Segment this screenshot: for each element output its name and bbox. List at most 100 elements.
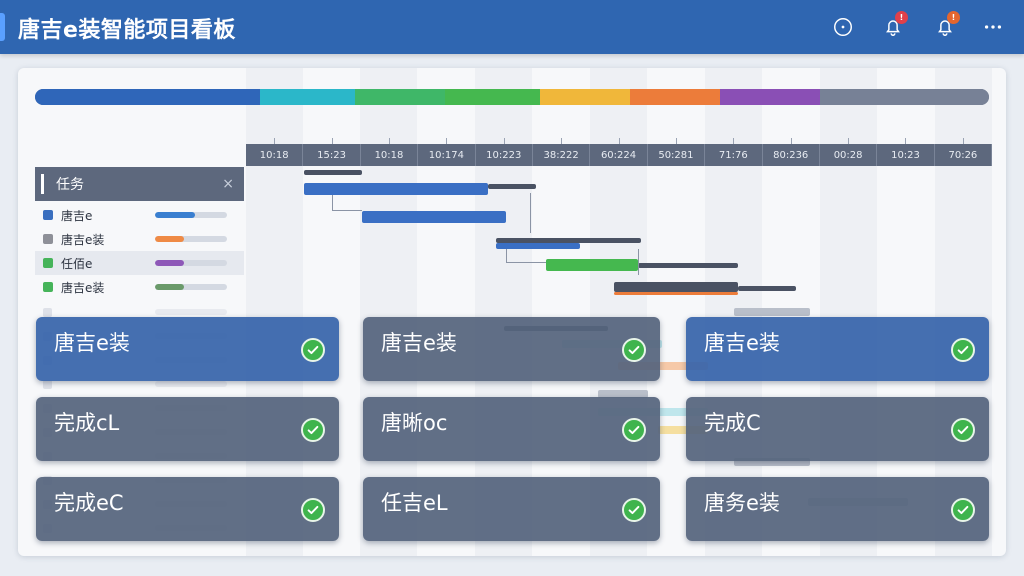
check-icon <box>622 498 646 522</box>
card-label: 完成eC <box>54 491 124 515</box>
clock-icon[interactable] <box>830 14 856 40</box>
card-label: 完成C <box>704 411 761 435</box>
card-label: 唐晰oc <box>381 411 448 435</box>
card-label: 唐吉e装 <box>704 331 780 355</box>
gantt-bar[interactable] <box>618 362 708 370</box>
check-icon <box>622 418 646 442</box>
gantt-bar[interactable] <box>734 308 810 316</box>
check-icon <box>301 498 325 522</box>
task-color-swatch <box>43 210 53 220</box>
task-list-title: 任务 <box>56 177 84 193</box>
progress-segment <box>445 89 540 105</box>
date-cell: 60:224 <box>590 138 648 166</box>
check-icon <box>301 418 325 442</box>
header-accent <box>0 13 5 41</box>
bell-icon[interactable]: ! <box>932 11 960 40</box>
task-progress <box>155 284 227 290</box>
progress-segment <box>260 89 355 105</box>
gantt-bar[interactable] <box>496 243 580 249</box>
dependency-connector <box>506 249 546 263</box>
task-label: 任佰e <box>61 256 93 271</box>
progress-segment <box>355 89 445 105</box>
date-cell: 80:236 <box>762 138 820 166</box>
bell-icon[interactable]: ! <box>880 11 908 40</box>
close-icon[interactable]: × <box>222 176 234 192</box>
check-icon <box>951 418 975 442</box>
task-label: 唐吉e <box>61 208 93 223</box>
date-cell: 38:222 <box>532 138 591 166</box>
task-color-swatch <box>43 234 53 244</box>
notification-badge: ! <box>895 11 908 24</box>
progress-segment <box>35 89 260 105</box>
status-card[interactable]: 完成C <box>686 397 989 461</box>
status-card[interactable]: 唐吉e装 <box>363 317 660 381</box>
gantt-summary-line <box>638 263 738 268</box>
date-cell: 00:28 <box>819 138 878 166</box>
date-cell: 10:18 <box>246 138 304 166</box>
status-card[interactable]: 唐晰oc <box>363 397 660 461</box>
task-progress <box>155 212 227 218</box>
header-marker <box>41 174 44 194</box>
overall-progress-bar <box>35 89 989 105</box>
date-cell: 10:174 <box>418 138 476 166</box>
gantt-summary-line <box>488 184 536 189</box>
alert-badge: ! <box>947 11 960 24</box>
gantt-summary-line <box>496 238 641 243</box>
check-icon <box>951 498 975 522</box>
date-cell: 70:26 <box>934 138 993 166</box>
gantt-bar[interactable] <box>658 426 708 434</box>
status-card[interactable]: 唐吉e装 <box>36 317 339 381</box>
status-card[interactable]: 唐务e装 <box>686 477 989 541</box>
gantt-bar[interactable] <box>304 183 488 195</box>
check-icon <box>622 338 646 362</box>
date-cell: 15:23 <box>303 138 361 166</box>
task-row-faded <box>35 302 244 322</box>
more-icon[interactable] <box>980 14 1006 40</box>
app-header: 唐吉e装智能项目看板 ! ! <box>0 0 1024 54</box>
gantt-summary-line <box>738 286 796 291</box>
task-row[interactable]: 任佰e <box>35 251 244 275</box>
task-row[interactable]: 唐吉e装 <box>35 275 244 299</box>
progress-segment <box>820 89 989 105</box>
card-label: 唐务e装 <box>704 491 780 515</box>
dependency-connector <box>638 249 639 275</box>
task-list-header: 任务 × <box>35 167 244 201</box>
task-progress <box>155 260 227 266</box>
date-cell: 10:23 <box>877 138 935 166</box>
date-cell: 71:76 <box>705 138 763 166</box>
gantt-bar[interactable] <box>734 458 810 466</box>
gantt-bar[interactable] <box>362 211 506 223</box>
date-cell: 10:18 <box>360 138 419 166</box>
card-label: 唐吉e装 <box>54 331 130 355</box>
task-label: 唐吉e装 <box>61 232 105 247</box>
card-label: 任吉eL <box>381 491 448 515</box>
progress-segment <box>720 89 820 105</box>
progress-segment <box>630 89 720 105</box>
status-card[interactable]: 唐吉e装 <box>686 317 989 381</box>
gantt-summary-line <box>304 170 362 175</box>
dependency-connector <box>530 193 531 233</box>
gantt-panel: 10:18 15:23 10:18 10:174 10:223 38:222 6… <box>18 68 1006 556</box>
progress-segment <box>540 89 630 105</box>
gantt-bar[interactable] <box>546 259 638 271</box>
card-label: 唐吉e装 <box>381 331 457 355</box>
app-title: 唐吉e装智能项目看板 <box>18 18 236 43</box>
status-card[interactable]: 任吉eL <box>363 477 660 541</box>
gantt-bar[interactable] <box>598 390 648 398</box>
gantt-bar[interactable] <box>614 282 738 292</box>
task-row-faded <box>35 374 244 394</box>
card-label: 完成cL <box>54 411 120 435</box>
gantt-bar-progress <box>614 292 738 295</box>
status-card[interactable]: 完成cL <box>36 397 339 461</box>
task-label: 唐吉e装 <box>61 280 105 295</box>
task-color-swatch <box>43 282 53 292</box>
task-progress <box>155 236 227 242</box>
date-cell: 50:281 <box>647 138 706 166</box>
task-row[interactable]: 唐吉e装 <box>35 227 244 251</box>
check-icon <box>951 338 975 362</box>
date-cell: 10:223 <box>475 138 533 166</box>
task-row[interactable]: 唐吉e <box>35 203 244 227</box>
dependency-connector <box>332 195 362 211</box>
timeline-dates: 10:18 15:23 10:18 10:174 10:223 38:222 6… <box>246 138 993 166</box>
status-card[interactable]: 完成eC <box>36 477 339 541</box>
